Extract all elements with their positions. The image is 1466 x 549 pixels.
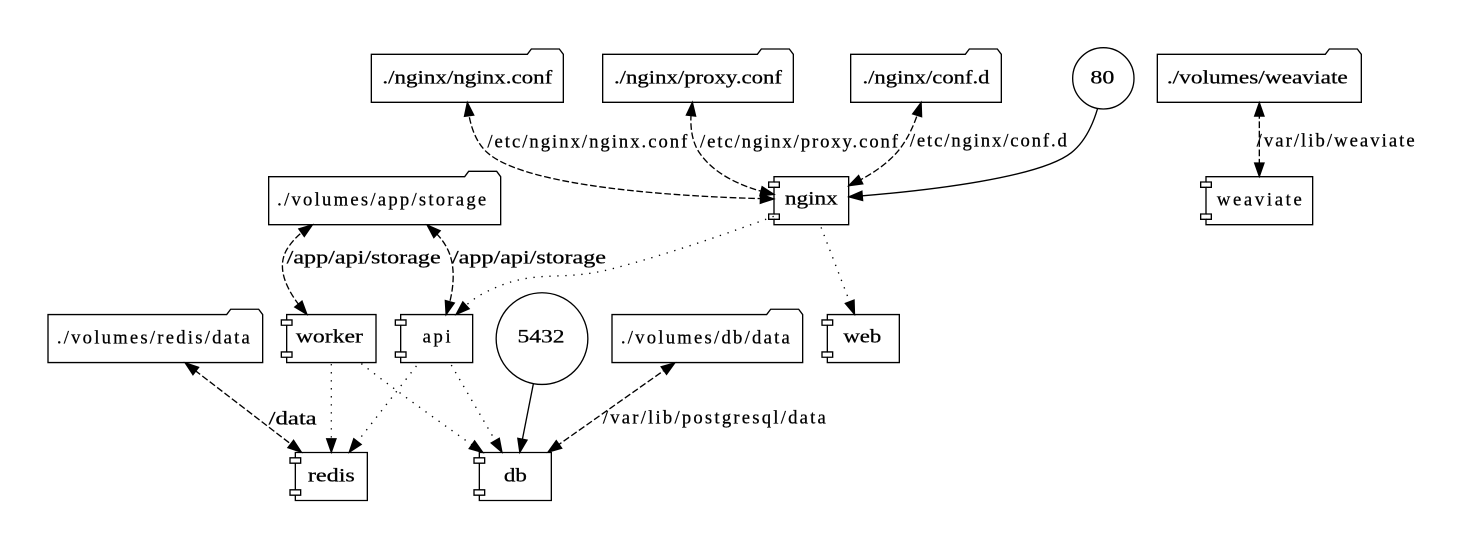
- svg-text:api: api: [423, 327, 451, 348]
- svg-text:./nginx/conf.d: ./nginx/conf.d: [862, 67, 990, 88]
- svg-text:nginx: nginx: [785, 189, 839, 210]
- svg-text:80: 80: [1090, 67, 1114, 88]
- svg-text:./volumes/db/data: ./volumes/db/data: [621, 328, 791, 349]
- svg-text:./volumes/app/storage: ./volumes/app/storage: [277, 190, 486, 211]
- svg-text:db: db: [504, 465, 527, 486]
- svg-text:/app/api/storage: /app/api/storage: [287, 248, 441, 269]
- svg-text:/var/lib/weaviate: /var/lib/weaviate: [1257, 131, 1415, 152]
- svg-text:/var/lib/postgresql/data: /var/lib/postgresql/data: [603, 407, 827, 428]
- svg-text:/data: /data: [269, 408, 318, 429]
- svg-text:./volumes/weaviate: ./volumes/weaviate: [1167, 67, 1348, 88]
- svg-text:redis: redis: [308, 465, 355, 486]
- svg-text:./volumes/redis/data: ./volumes/redis/data: [57, 328, 251, 349]
- svg-text:web: web: [843, 327, 881, 348]
- svg-text:weaviate: weaviate: [1217, 190, 1302, 211]
- svg-text:5432: 5432: [518, 327, 565, 348]
- svg-text:./nginx/proxy.conf: ./nginx/proxy.conf: [614, 67, 783, 88]
- svg-text:worker: worker: [296, 327, 364, 348]
- svg-text:/app/api/storage: /app/api/storage: [452, 248, 606, 269]
- svg-text:./nginx/nginx.conf: ./nginx/nginx.conf: [382, 67, 553, 88]
- svg-text:/etc/nginx/conf.d: /etc/nginx/conf.d: [910, 131, 1068, 152]
